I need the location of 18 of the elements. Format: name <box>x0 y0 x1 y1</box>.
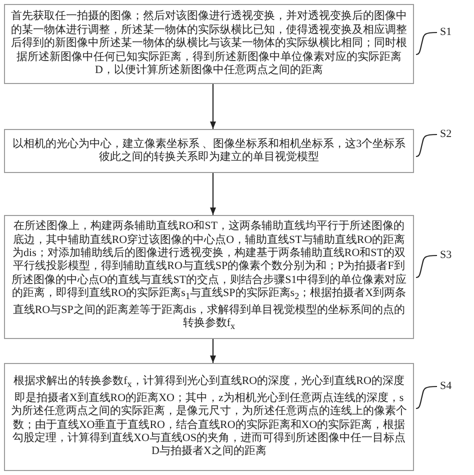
arrow <box>210 84 216 129</box>
arrow <box>210 173 216 215</box>
step-text: 根据求解出的转换参数f$_{x}$，计算得到光心到直线RO的深度，光心到直线RO的深度即是拍摄者X到直线RO的距离XO；其中，z为相机光心到任意两点连线的深度，s为所述任意两点之间的实际距离，是像元尺寸，为所述任意两点的连线上的像素个数；由于直线XO垂直于直线RO，结合直线RO的实际距离和XO的实际距离，根据勾股定理，计算得到直线XO与直线OS的夹角，进而可得到所述图像中任一目标点D与拍摄者X之间的距离 <box>10 375 408 459</box>
step-text: 以相机的光心为中心，建立像素坐标系 、图像坐标系和相机坐标系，这3个坐标系彼此之间的转换关系即为建立的单目视觉模型 <box>11 138 407 164</box>
process-box <box>4 363 414 471</box>
step-text: 首先获取任一拍摄的图像；然后对该图像进行透视变换，并对透视变换后的图像中的某一物体进行调整，所述某一物体的实际纵横比已知，使得透视变换及相应调整后得到的新图像中所述某一物体的纵横比与该某一物体的实际纵横比相同；同时根据所述新图像中任何已知实际距离，得到所述新图像中单位像素对应的实际距离D，以便计算所述新图像中任意两点之间的距离 <box>10 10 408 78</box>
process-box <box>4 4 414 84</box>
step-label: S1 <box>440 26 452 39</box>
step-label: S4 <box>440 380 452 393</box>
leader-line <box>416 254 437 278</box>
process-box <box>4 129 414 173</box>
step-label: S3 <box>440 249 452 262</box>
step-label: S2 <box>440 128 452 141</box>
step-text: 在所述图像上，构建两条辅助直线RO和ST，这两条辅助直线均平行于所述图像的底边，其中辅助直线RO穿过该图像的中心点O，辅助直线ST与辅助直线RO的距离为dis；对添加辅助线后的图像进行透视变换，构建基于两条辅助直线RO和ST的双平行线投影模型，得到辅助直线RO与直线SP的像素个数分别为和；P为拍摄者F到所述图像的中心点O的直线与直线ST的交点，则结合步骤S1中得到的单位像素对应的距离，即得到直线RO的实际距离s$_{1}$与直线SP的实际距离s$_{2}$；根据拍摄者X到两条直线RO与SP之间的距离差等于距离dis，求解得到单目视觉模型的坐标系间的点的转换参数f$_{x}$ <box>10 220 408 334</box>
leader-line <box>416 134 437 158</box>
leader-line <box>416 386 437 410</box>
leader-line <box>416 32 437 56</box>
arrow <box>210 339 216 363</box>
